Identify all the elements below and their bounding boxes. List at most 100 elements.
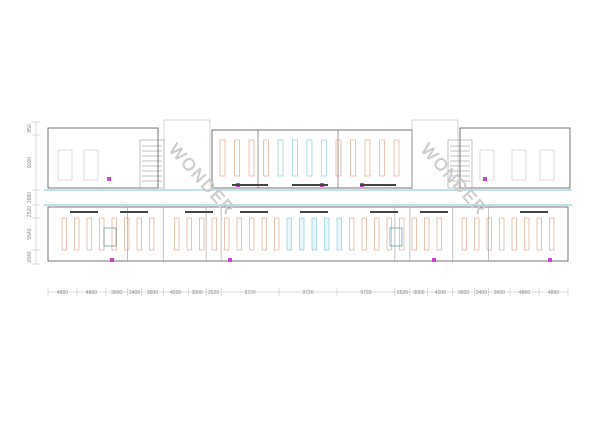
lab-bench	[486, 217, 492, 251]
dimension-label: 4200	[170, 290, 181, 296]
lab-bench	[261, 217, 267, 251]
office-desk	[57, 149, 73, 181]
lab-bench	[524, 217, 530, 251]
dimension-label: 9000	[27, 157, 33, 168]
lab-bench	[199, 217, 205, 251]
lab-bench	[321, 139, 327, 177]
lab-bench	[74, 217, 80, 251]
lab-bench	[474, 217, 480, 251]
dimension-label: 3600	[458, 290, 469, 296]
dimension-label: 9720	[302, 290, 313, 296]
room-label-mark	[240, 211, 268, 213]
corridor	[44, 189, 572, 206]
lab-bench	[61, 217, 67, 251]
lab-bench	[411, 217, 417, 251]
office-desk	[83, 149, 99, 181]
lab-bench	[511, 217, 517, 251]
fume-hood	[389, 227, 403, 247]
dimension-label: 2400	[129, 290, 140, 296]
lab-bench	[248, 139, 255, 177]
lab-bench	[136, 217, 142, 251]
fume-hood	[103, 227, 117, 247]
dimension-label: 9720	[360, 290, 371, 296]
lab-bench	[461, 217, 467, 251]
lab-bench	[311, 217, 317, 251]
dimension-label: 9720	[245, 290, 256, 296]
lab-bench	[99, 217, 105, 251]
lab-bench	[386, 217, 392, 251]
dimension-label: 4200	[435, 290, 446, 296]
lab-bench	[86, 217, 92, 251]
lab-bench	[299, 217, 305, 251]
lab-bench	[335, 139, 342, 177]
marker-icon	[110, 258, 114, 262]
dimension-label: 2520	[397, 290, 408, 296]
marker-icon	[228, 258, 232, 262]
lab-bench	[324, 217, 330, 251]
lab-bench	[124, 217, 130, 251]
lab-bench	[349, 217, 355, 251]
lab-bench	[286, 217, 292, 251]
room-label-mark	[370, 211, 398, 213]
dimension-label: 4860	[57, 290, 68, 296]
lab-bench	[374, 217, 380, 251]
dimension-label: 4860	[86, 290, 97, 296]
marker-icon	[548, 258, 552, 262]
lab-bench	[234, 139, 240, 177]
lab-bench	[249, 217, 255, 251]
lower-wing	[47, 206, 569, 262]
lab-bench	[350, 139, 356, 177]
lab-bench	[149, 217, 155, 251]
lower-wing-outline	[47, 206, 569, 262]
dimension-label: 3600	[147, 290, 158, 296]
room-label-mark	[520, 211, 548, 213]
dimension-label: 2520	[208, 290, 219, 296]
room-label-mark	[232, 184, 268, 186]
dimension-label: 3000	[192, 290, 203, 296]
room-right-office	[459, 127, 571, 189]
lab-bench	[186, 217, 192, 251]
dimension-label: 3600	[494, 290, 505, 296]
lab-bench	[274, 217, 280, 251]
room-label-mark	[185, 211, 213, 213]
room-label-mark	[120, 211, 148, 213]
office-desk	[511, 149, 527, 181]
lab-bench	[211, 217, 217, 251]
lab-bench	[224, 217, 230, 251]
dimension-label: 2640	[27, 251, 33, 262]
lab-bench	[393, 139, 400, 177]
horizontal-dimension-chain: 4860 4860 3600 2400 3600 4200 3000 2520 9720 9720…	[47, 288, 569, 296]
dimension-label: 2520	[27, 206, 33, 217]
upper-wing	[47, 119, 571, 191]
stairwell	[447, 139, 473, 189]
lab-bench	[424, 217, 430, 251]
marker-icon	[483, 177, 487, 181]
dimension-label: 3880	[27, 192, 33, 203]
lab-bench	[436, 217, 442, 251]
vertical-dimension-chain: 950 9000 3880 2520 5540 2640	[27, 121, 40, 265]
room-left-office	[47, 127, 159, 189]
room-label-mark	[420, 211, 448, 213]
lab-bench	[536, 217, 542, 251]
room-label-mark	[292, 184, 328, 186]
lab-bench	[399, 217, 405, 251]
lab-bench	[379, 139, 385, 177]
lab-bench	[111, 217, 117, 251]
lab-bench	[277, 139, 284, 177]
dimension-label: 5540	[27, 228, 33, 239]
lab-bench	[174, 217, 180, 251]
lab-bench	[336, 217, 342, 251]
dimension-label: 4860	[548, 290, 559, 296]
lab-bench	[236, 217, 242, 251]
room-label-mark	[70, 211, 98, 213]
lab-bench	[306, 139, 313, 177]
dimension-label: 950	[27, 124, 33, 133]
lab-bench	[219, 139, 226, 177]
lab-bench	[549, 217, 555, 251]
lab-bench	[364, 139, 371, 177]
lab-bench	[499, 217, 505, 251]
office-desk	[479, 149, 495, 181]
dimension-label: 2400	[476, 290, 487, 296]
dimension-label: 3600	[111, 290, 122, 296]
